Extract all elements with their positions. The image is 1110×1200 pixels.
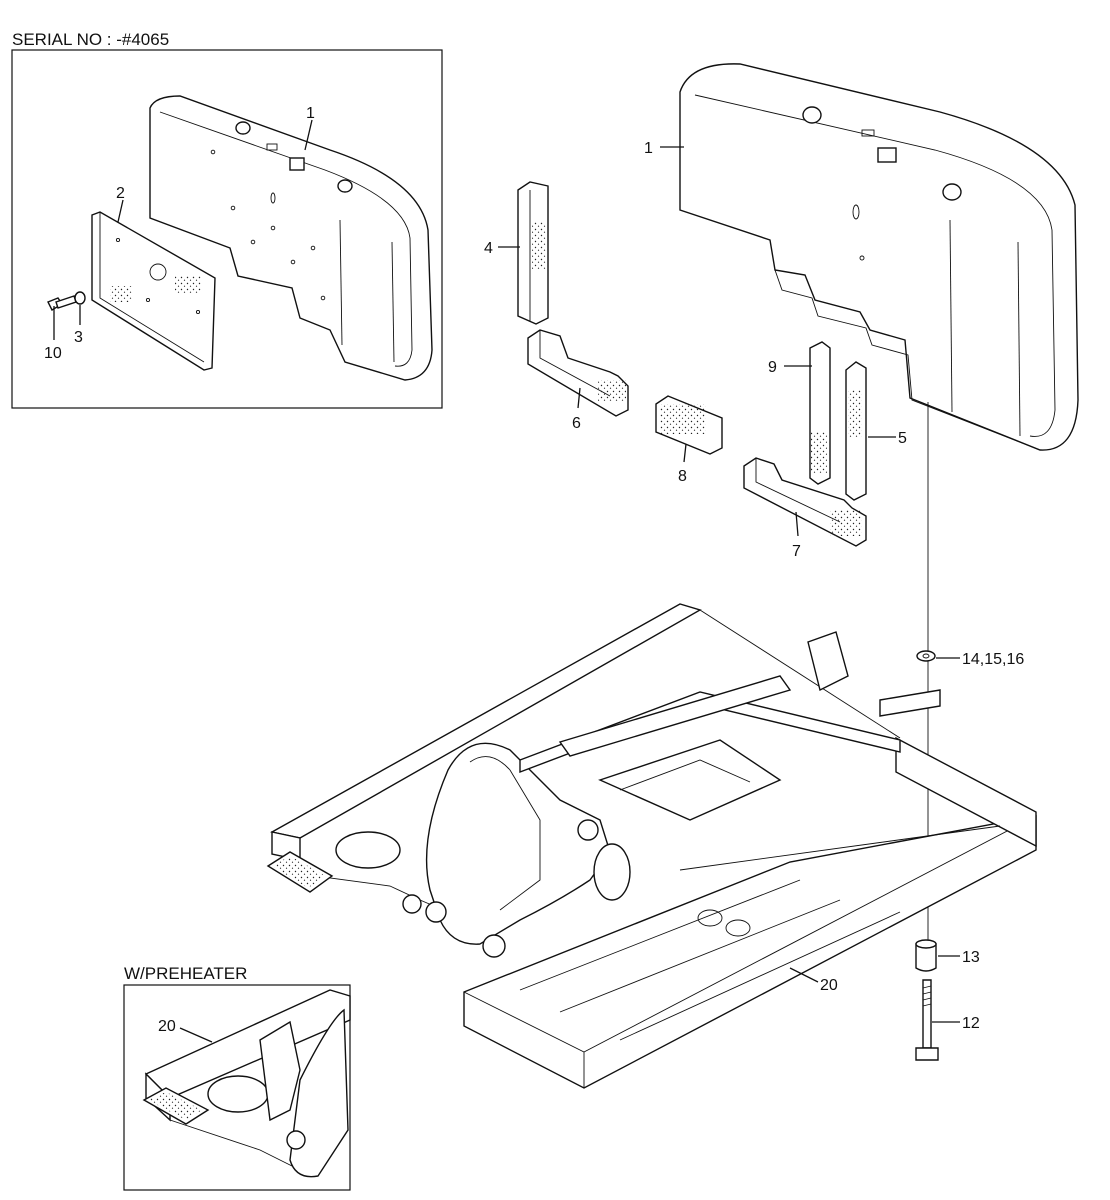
callout-20-main: 20 xyxy=(820,977,838,994)
preheater-inset-frame xyxy=(123,984,351,1191)
inset-counterweight xyxy=(149,95,433,381)
callout-6: 6 xyxy=(572,415,581,432)
callout-2: 2 xyxy=(116,185,125,202)
callout-5: 5 xyxy=(898,430,907,447)
callout-14-15-16: 14,15,16 xyxy=(962,651,1024,668)
callout-8: 8 xyxy=(678,468,687,485)
preheater-caption: W/PREHEATER xyxy=(124,964,247,983)
spacer-13 xyxy=(915,939,937,972)
inset-frame-detail xyxy=(142,989,351,1178)
piece-9 xyxy=(809,341,831,485)
callout-12: 12 xyxy=(962,1015,980,1032)
callout-7: 7 xyxy=(792,543,801,560)
piece-5 xyxy=(845,361,867,501)
callout-20-inset: 20 xyxy=(158,1018,176,1035)
callout-1-inset: 1 xyxy=(306,105,315,122)
bolt-12 xyxy=(915,979,939,1061)
serial-caption: SERIAL NO : -#4065 xyxy=(12,30,169,49)
callout-9: 9 xyxy=(768,359,777,376)
upper-frame xyxy=(266,603,1037,1089)
inset-plate xyxy=(91,211,216,371)
piece-4 xyxy=(517,181,549,325)
piece-7 xyxy=(743,457,867,547)
callout-3: 3 xyxy=(74,329,83,346)
main-counterweight xyxy=(679,63,1079,451)
inset-bolt-washer xyxy=(47,291,86,311)
callout-10: 10 xyxy=(44,345,62,362)
washer-14-15-16 xyxy=(916,650,936,662)
callout-1-main: 1 xyxy=(644,140,653,157)
piece-6 xyxy=(527,329,629,417)
callout-13: 13 xyxy=(962,949,980,966)
serial-inset-frame xyxy=(11,49,443,409)
callout-4: 4 xyxy=(484,240,493,257)
piece-8 xyxy=(655,395,723,455)
